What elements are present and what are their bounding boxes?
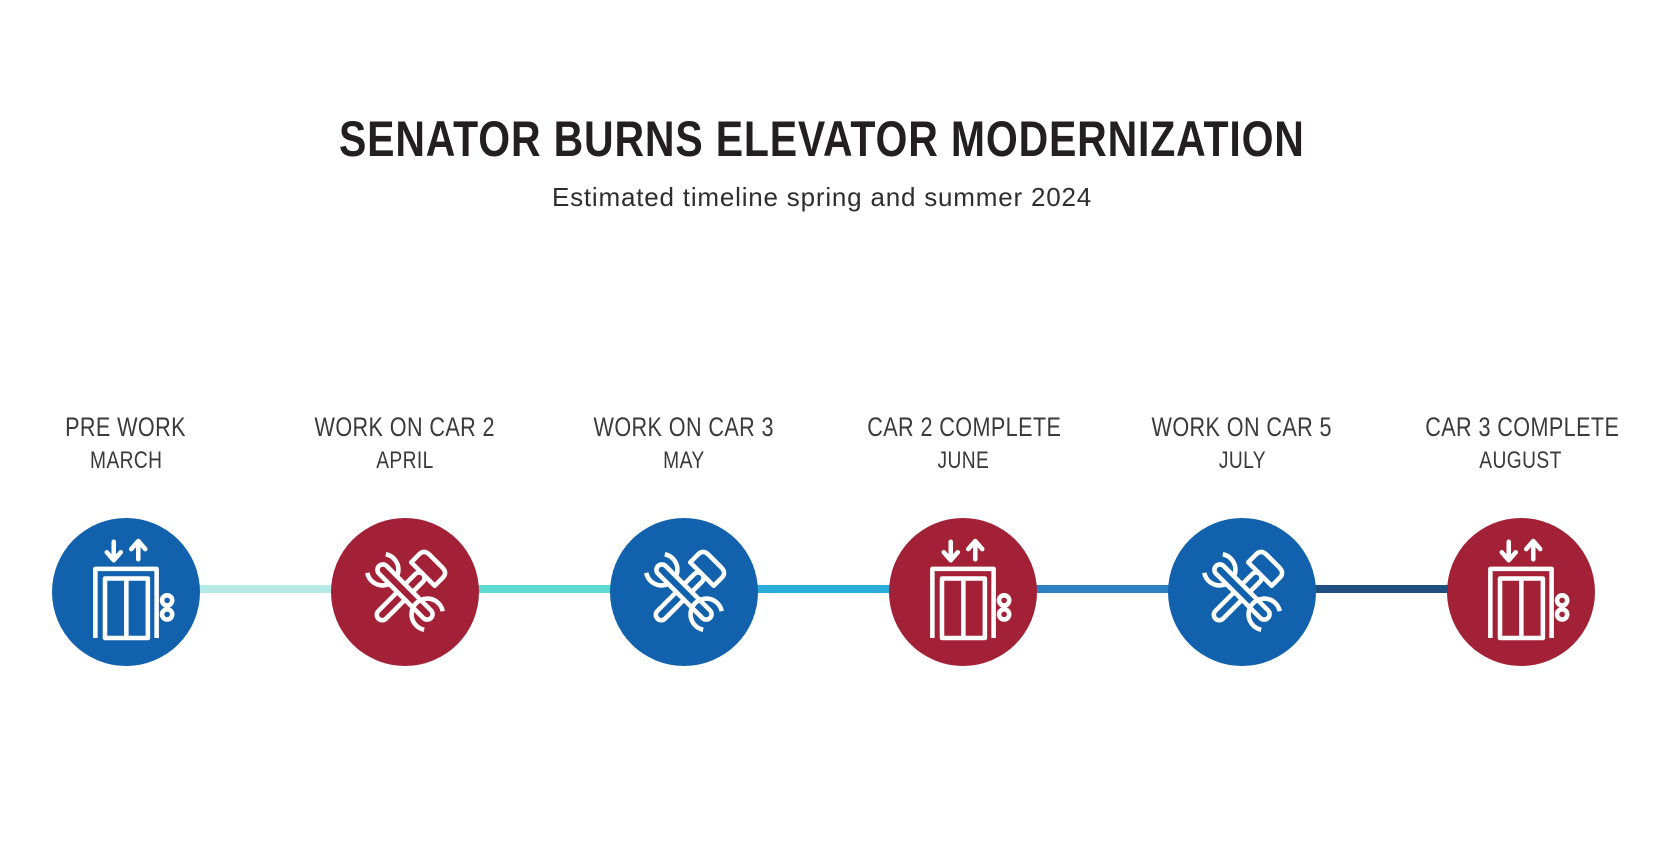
elevator-icon [1488,538,1570,641]
timeline-milestone: PRE WORK MARCH [6,412,246,666]
timeline-milestone: CAR 3 COMPLETE AUGUST [1401,412,1641,666]
timeline-connector [126,585,406,593]
milestone-circle [1168,518,1316,666]
timeline-connector [1242,585,1522,593]
milestone-month-text: JULY [1218,447,1266,474]
wrench-shape [644,552,724,632]
milestone-month-text: MAY [663,447,705,474]
milestone-label-text: CAR 2 COMPLETE [867,412,1062,442]
milestone-month: JUNE [843,447,1083,474]
milestone-label: WORK ON CAR 3 [564,412,804,443]
hammer-wrench-icon [644,549,727,632]
milestone-month-text: MARCH [89,447,163,474]
milestone-month: MAY [564,447,804,474]
timeline-milestone: CAR 2 COMPLETE JUNE [843,412,1083,666]
hammer-wrench-icon [1202,549,1285,632]
milestone-month: AUGUST [1401,447,1641,474]
milestone-circle [889,518,1037,666]
milestone-label-text: WORK ON CAR 3 [593,412,775,442]
elevator-icon [930,538,1012,641]
milestone-label-text: CAR 3 COMPLETE [1425,412,1620,442]
hammer-wrench-icon [365,549,448,632]
milestone-month-text: APRIL [376,447,434,474]
timeline-connector [405,585,685,593]
elevator-icon [93,538,175,641]
milestone-label: CAR 3 COMPLETE [1401,412,1641,443]
page-subtitle-text: Estimated timeline spring and summer 202… [551,182,1093,212]
timeline-milestone: WORK ON CAR 2 APRIL [285,412,525,666]
milestone-month-text: JUNE [937,447,989,474]
wrench-shape [365,552,445,632]
page-title-text: SENATOR BURNS ELEVATOR MODERNIZATION [339,111,1305,167]
milestone-circle [331,518,479,666]
milestone-circle [1447,518,1595,666]
milestone-month: APRIL [285,447,525,474]
milestone-label-text: WORK ON CAR 2 [314,412,496,442]
timeline-milestone: WORK ON CAR 3 MAY [564,412,804,666]
page-subtitle: Estimated timeline spring and summer 202… [0,182,1644,212]
milestone-label: PRE WORK [6,412,246,443]
timeline-connector [963,585,1243,593]
milestone-label: CAR 2 COMPLETE [843,412,1083,443]
milestone-label: WORK ON CAR 2 [285,412,525,443]
timeline-connector [684,585,964,593]
milestone-circle [52,518,200,666]
milestone-month-text: AUGUST [1479,447,1563,474]
milestone-circle [610,518,758,666]
milestone-label-text: WORK ON CAR 5 [1151,412,1333,442]
page-title: SENATOR BURNS ELEVATOR MODERNIZATION [0,112,1644,166]
timeline-milestone: WORK ON CAR 5 JULY [1122,412,1362,666]
milestone-month: MARCH [6,447,246,474]
milestone-month: JULY [1122,447,1362,474]
milestone-label: WORK ON CAR 5 [1122,412,1362,443]
wrench-shape [1202,552,1282,632]
milestone-label-text: PRE WORK [65,412,187,442]
